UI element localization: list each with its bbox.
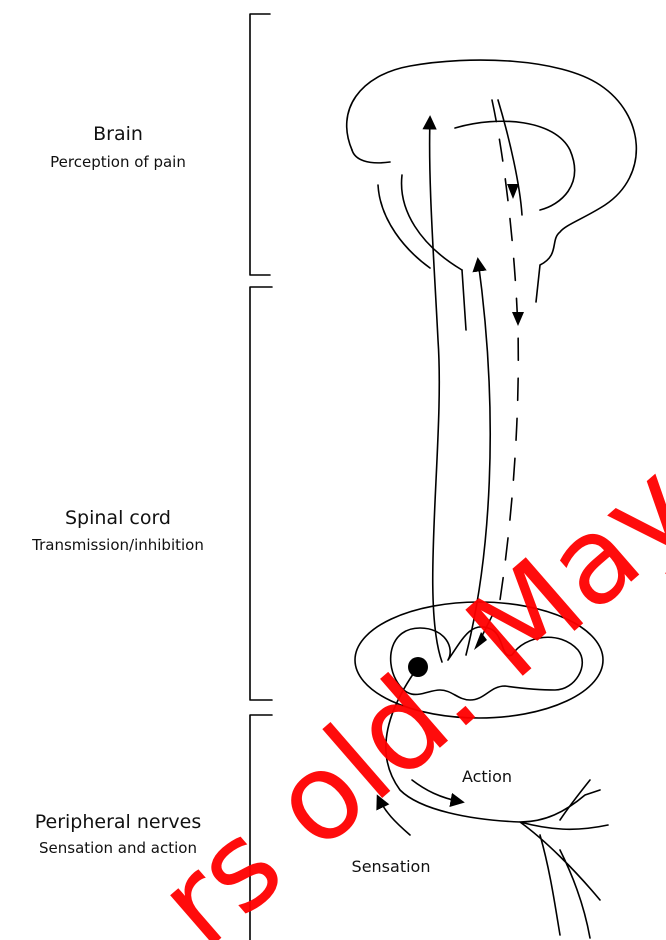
brain-bracket: [250, 14, 270, 275]
sensation-label: Sensation: [352, 857, 431, 876]
peripheral-nerves-title: Peripheral nerves: [35, 811, 202, 833]
action-label: Action: [462, 767, 512, 786]
brain-title: Brain: [93, 123, 143, 145]
watermark: rs old. May not reflect c: [133, 0, 666, 940]
spinal-cord-title: Spinal cord: [65, 507, 171, 529]
spinal-cord-subtitle: Transmission/inhibition: [31, 536, 204, 554]
svg-text:rs old. May not reflect c: rs old. May not reflect c: [133, 0, 666, 940]
brain-subtitle: Perception of pain: [50, 153, 186, 171]
spinal-cord-bracket: [250, 287, 272, 700]
